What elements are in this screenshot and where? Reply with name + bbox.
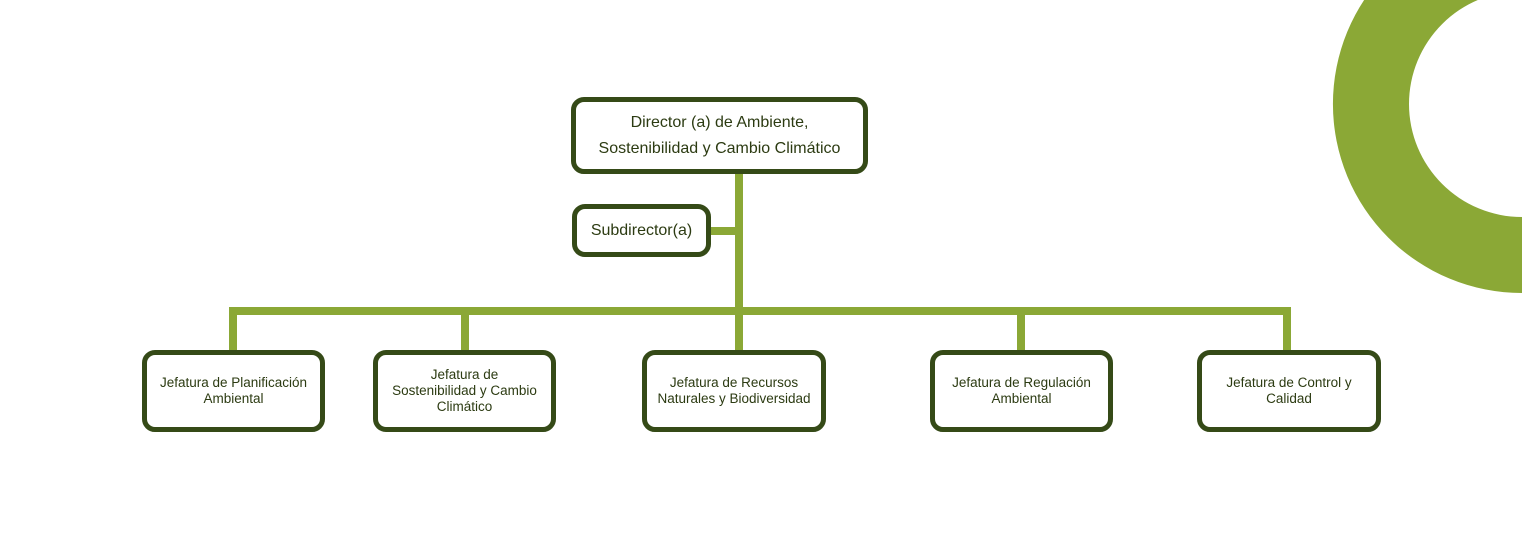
child-box-control-calidad: Jefatura de Control y Calidad — [1197, 350, 1381, 432]
child-label-line2: Sostenibilidad y Cambio — [392, 382, 537, 398]
child-box-planificacion: Jefatura de Planificación Ambiental — [142, 350, 325, 432]
subdirector-box: Subdirector(a) — [572, 204, 711, 257]
child-label-line2: Ambiental — [203, 391, 264, 406]
child-label-line3: Climático — [436, 399, 493, 415]
subdirector-label: Subdirector(a) — [590, 221, 693, 239]
child-label-line2: Naturales y Biodiversidad — [657, 391, 811, 406]
director-title-line2: Sostenibilidad y Cambio Climático — [598, 139, 841, 157]
child-box-sostenibilidad: Jefatura de Sostenibilidad y Cambio Clim… — [373, 350, 556, 432]
child-box-regulacion: Jefatura de Regulación Ambiental — [930, 350, 1113, 432]
ring-arc — [1333, 0, 1522, 293]
child-label-line1: Jefatura de Regulación — [952, 374, 1091, 390]
child-label-line1: Jefatura de Planificación — [159, 374, 308, 390]
director-box: Director (a) de Ambiente, Sostenibilidad… — [571, 97, 868, 174]
child-label-line1: Jefatura de — [430, 366, 499, 382]
child-label-line1: Jefatura de Recursos — [669, 374, 799, 390]
child-box-recursos-naturales: Jefatura de Recursos Naturales y Biodive… — [642, 350, 826, 432]
director-title-line1: Director (a) de Ambiente, — [630, 113, 809, 131]
child-label-line2: Calidad — [1266, 391, 1312, 406]
child-label-line2: Ambiental — [991, 391, 1052, 406]
child-label-line1: Jefatura de Control y — [1226, 374, 1352, 390]
